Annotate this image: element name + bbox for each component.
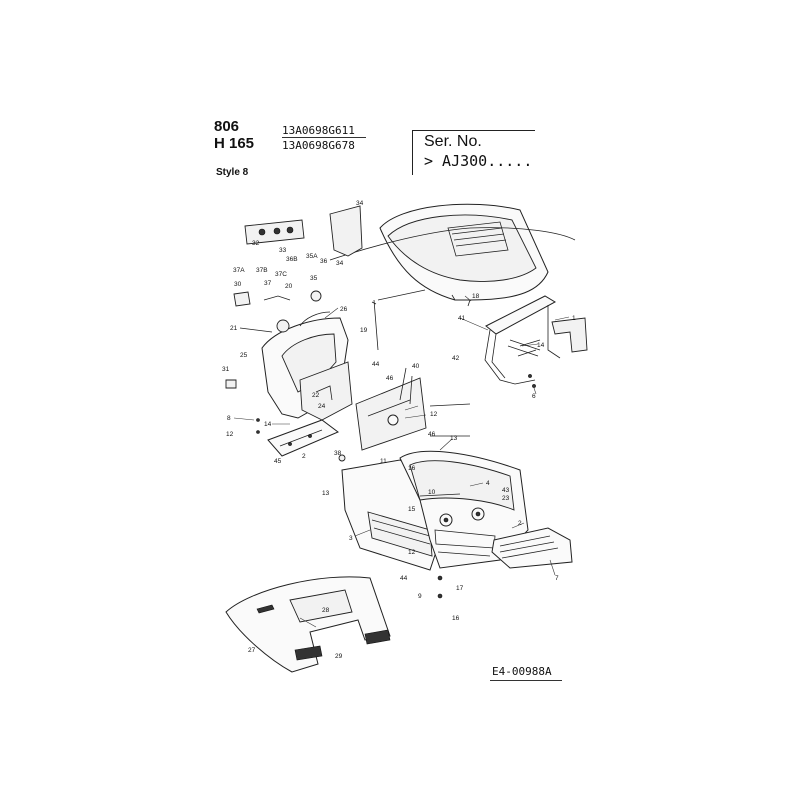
callout-28: 28: [322, 607, 330, 614]
model-number: 806: [214, 118, 240, 135]
callout-11: 11: [380, 458, 387, 465]
callout-43: 43: [502, 487, 510, 494]
callout-35a: 35A: [306, 253, 318, 260]
callout-36b: 36B: [286, 256, 298, 263]
callout-38: 38: [334, 450, 342, 457]
callout-7: 7: [555, 575, 559, 582]
callout-24: 24: [318, 403, 326, 410]
callout-14-left: 14: [264, 421, 272, 428]
callout-20: 20: [285, 283, 293, 290]
callout-12-left: 12: [226, 431, 234, 438]
callout-13-left: 13: [322, 490, 330, 497]
callout-14-right: 14: [537, 342, 545, 349]
callout-35: 35: [310, 275, 318, 282]
side-panel-part: [355, 377, 427, 451]
callout-22: 22: [312, 392, 320, 399]
callout-12-nose: 12: [408, 549, 416, 556]
callout-30: 30: [234, 281, 242, 288]
callout-15: 15: [408, 506, 416, 513]
hardware-parts: [225, 205, 576, 599]
callout-46: 46: [386, 375, 394, 382]
callout-37: 37: [264, 280, 272, 287]
callout-leaders: [233, 295, 570, 628]
part-code-1: 13A0698G611: [282, 124, 355, 137]
callout-46-lower: 46: [428, 431, 436, 438]
callout-18: 18: [472, 293, 480, 300]
callout-10: 10: [428, 489, 436, 496]
drawing-number-underline: [490, 680, 562, 681]
callout-27: 27: [248, 647, 256, 654]
callout-26: 26: [340, 306, 348, 313]
front-grille-part: [399, 450, 529, 569]
callout-37b: 37B: [256, 267, 268, 274]
callout-1: 1: [572, 315, 576, 322]
callout-16-bottom: 16: [452, 615, 460, 622]
callout-31: 31: [222, 366, 230, 373]
callout-29: 29: [335, 653, 343, 660]
rear-panel-part: [299, 361, 353, 421]
callout-12-side: 12: [430, 411, 438, 418]
serial-value: > AJ300.....: [424, 152, 533, 170]
callout-44-bottom: 44: [400, 575, 408, 582]
callout-9: 9: [418, 593, 422, 600]
callout-23: 23: [502, 495, 510, 502]
callout-41: 41: [458, 315, 466, 322]
callout-4: 4: [486, 480, 490, 487]
callout-34: 34: [336, 260, 344, 267]
callout-6: 6: [532, 393, 536, 400]
serial-box: [412, 130, 535, 175]
bumper-part: [491, 527, 573, 569]
grille-frame-part: [484, 295, 588, 385]
callout-13-top: 13: [450, 435, 458, 442]
style-label: Style 8: [216, 167, 249, 178]
callout-37a: 37A: [233, 267, 245, 274]
callout-3: 3: [349, 535, 353, 542]
fender-part: [225, 576, 391, 673]
callout-labels: 1 2 2 3 4 6 7 8 9 10 11 12 12 12 13 13 1…: [222, 200, 576, 660]
part-code-2: 13A0698G678: [282, 139, 355, 152]
callout-25: 25: [240, 352, 248, 359]
callout-2-floor: 2: [302, 453, 306, 460]
callout-34-top: 34: [356, 200, 364, 207]
hood-part: [379, 203, 549, 307]
callout-40: 40: [412, 363, 420, 370]
floor-plate-part: [267, 419, 339, 457]
callout-8: 8: [227, 415, 231, 422]
callout-21: 21: [230, 325, 238, 332]
callout-17: 17: [456, 585, 464, 592]
serial-title: Ser. No.: [424, 133, 482, 150]
callout-32: 32: [252, 240, 260, 247]
drawing-number: E4-00988A: [492, 665, 552, 678]
callout-2: 2: [518, 520, 522, 527]
callout-36: 36: [320, 258, 328, 265]
callout-44: 44: [372, 361, 380, 368]
callout-19: 19: [360, 327, 368, 334]
callout-16: 16: [408, 465, 416, 472]
callout-33: 33: [279, 247, 287, 254]
callout-42: 42: [452, 355, 460, 362]
callout-37c: 37C: [275, 271, 287, 278]
model-variant: H 165: [214, 135, 255, 152]
callout-45: 45: [274, 458, 282, 465]
code-divider: [282, 137, 366, 138]
